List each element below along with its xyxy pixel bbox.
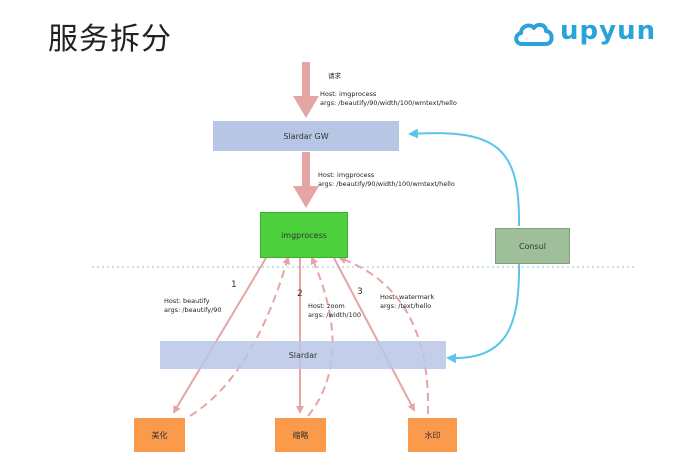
request-arrow-beautify <box>172 257 267 414</box>
logo-text: upyun <box>560 16 657 46</box>
host-label-top: Host: imgprocess <box>320 90 377 98</box>
cloud-icon <box>514 22 554 46</box>
consul-to-slardar-arrow <box>446 261 521 364</box>
slardar-gw-label: Slardar GW <box>283 131 329 141</box>
host-label-mid: Host: imgprocess <box>318 171 375 179</box>
request-label: 请求 <box>328 72 341 80</box>
zoom-label: 缩略 <box>292 430 309 440</box>
args-label-watermark: args: /text/hello <box>380 302 432 310</box>
response-arrow-watermark <box>338 256 430 415</box>
beautify-service-box: 美化 <box>134 418 185 452</box>
step-number-2: 2 <box>297 289 303 299</box>
consul-to-gateway-arrow <box>408 128 521 227</box>
watermark-label: 水印 <box>424 430 441 440</box>
response-arrow-zoom <box>307 256 334 417</box>
imgprocess-box: imgprocess <box>260 212 348 258</box>
upyun-logo: upyun <box>512 16 662 52</box>
page-title: 服务拆分 <box>48 22 172 57</box>
zoom-service-box: 缩略 <box>275 418 326 452</box>
watermark-service-box: 水印 <box>408 418 457 452</box>
imgprocess-label: imgprocess <box>281 230 327 240</box>
args-label-zoom: args: /width/100 <box>308 311 362 319</box>
args-label-mid: args: /beautify/90/width/100/wmtext/hell… <box>318 180 455 188</box>
response-arrow-beautify <box>189 256 291 417</box>
step-number-3: 3 <box>357 287 363 297</box>
consul-box: Consul <box>495 228 570 264</box>
beautify-label: 美化 <box>151 430 168 440</box>
request-arrow-watermark <box>333 257 415 412</box>
args-label-beautify: args: /beautify/90 <box>164 306 222 314</box>
host-label-watermark: Host: watermark <box>380 293 435 301</box>
request-arrow <box>293 62 319 118</box>
slardar-gw-box: Slardar GW <box>213 121 399 151</box>
step-number-1: 1 <box>231 280 237 290</box>
slardar-box: Slardar <box>160 341 446 369</box>
gateway-to-imgprocess-arrow <box>293 152 319 208</box>
slardar-label: Slardar <box>288 350 318 360</box>
host-label-zoom: Host: zoom <box>308 302 345 310</box>
args-label-top: args: /beautify/90/width/100/wmtext/hell… <box>320 99 457 107</box>
host-label-beautify: Host: beautify <box>164 297 210 305</box>
consul-label: Consul <box>518 241 546 251</box>
